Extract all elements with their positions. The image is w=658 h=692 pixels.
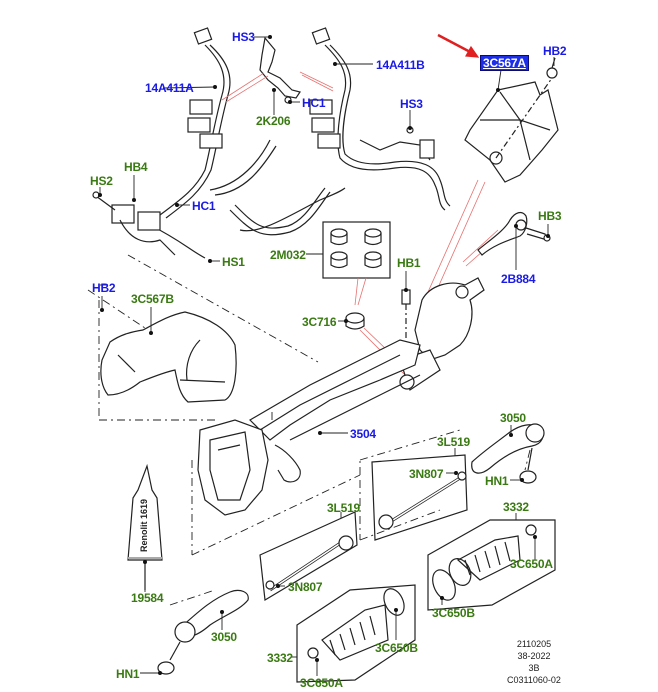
footer-line-4: C0311060-02 [507, 675, 561, 685]
label-3c650b-left[interactable]: 3C650B [375, 641, 418, 655]
label-3050-right[interactable]: 3050 [500, 411, 526, 425]
label-3c650a-right[interactable]: 3C650A [510, 557, 553, 571]
mount-2b884 [477, 211, 551, 256]
label-hn1-right[interactable]: HN1 [485, 474, 509, 488]
tie-rod-box-3l519-left [259, 511, 358, 601]
label-hn1-left[interactable]: HN1 [116, 667, 140, 681]
tie-rod-box-3l519-right [371, 454, 468, 541]
label-3n807-right[interactable]: 3N807 [409, 467, 444, 481]
label-3l519-left[interactable]: 3L519 [327, 501, 361, 515]
label-3050-left[interactable]: 3050 [211, 630, 237, 644]
label-3c567a-highlighted[interactable]: 3C567A [480, 55, 529, 71]
label-3c567b[interactable]: 3C567B [131, 292, 174, 306]
label-3332-right[interactable]: 3332 [503, 500, 529, 514]
label-3n807-left[interactable]: 3N807 [288, 580, 323, 594]
label-2k206[interactable]: 2K206 [256, 114, 291, 128]
label-19584[interactable]: 19584 [131, 591, 164, 605]
sealant-tube-text: Renolit 1619 [139, 498, 149, 552]
sealant-tube-19584 [127, 463, 163, 590]
bushing-set-2m032 [322, 221, 391, 279]
label-hb1[interactable]: HB1 [397, 256, 421, 270]
boot-box-3332-right [427, 519, 556, 611]
label-hb4[interactable]: HB4 [124, 160, 148, 174]
heat-shield-3c567b [100, 311, 237, 403]
label-14a411a[interactable]: 14A411A [145, 81, 194, 95]
label-hs3-right[interactable]: HS3 [400, 97, 423, 111]
label-hs2[interactable]: HS2 [90, 174, 113, 188]
bushing-3c716 [345, 312, 365, 330]
tie-rod-end-3050-left [157, 589, 249, 675]
label-3504[interactable]: 3504 [350, 427, 376, 441]
label-hc1-top[interactable]: HC1 [302, 96, 326, 110]
label-3c650b-right[interactable]: 3C650B [432, 606, 475, 620]
heat-shield-3c567a [464, 67, 559, 183]
harness-14a411a [92, 27, 346, 259]
label-hb3[interactable]: HB3 [538, 209, 562, 223]
footer-line-3: 3B [528, 663, 540, 673]
label-hb2-top[interactable]: HB2 [543, 44, 567, 58]
footer-line-1: 2110205 [516, 639, 552, 649]
bolt-hb2-top [551, 57, 556, 69]
label-2b884[interactable]: 2B884 [501, 272, 536, 286]
bracket-2k206 [259, 36, 301, 104]
label-hb2-left[interactable]: HB2 [92, 281, 116, 295]
boot-box-3332-left [296, 584, 416, 683]
label-hs3-top[interactable]: HS3 [232, 30, 255, 44]
label-3l519-right[interactable]: 3L519 [437, 435, 471, 449]
steering-rack-3504 [197, 339, 421, 516]
label-hs1[interactable]: HS1 [222, 255, 245, 269]
footer-line-2: 38-2022 [517, 651, 551, 661]
label-hc1-mid[interactable]: HC1 [192, 199, 216, 213]
label-3c650a-left[interactable]: 3C650A [300, 676, 343, 690]
label-3c716[interactable]: 3C716 [302, 315, 337, 329]
label-2m032[interactable]: 2M032 [270, 248, 306, 262]
callout-arrow [437, 33, 480, 58]
label-14a411b[interactable]: 14A411B [376, 58, 425, 72]
label-3332-left[interactable]: 3332 [267, 651, 293, 665]
steering-gear-housing [399, 277, 485, 391]
harness-14a411b [309, 27, 451, 211]
